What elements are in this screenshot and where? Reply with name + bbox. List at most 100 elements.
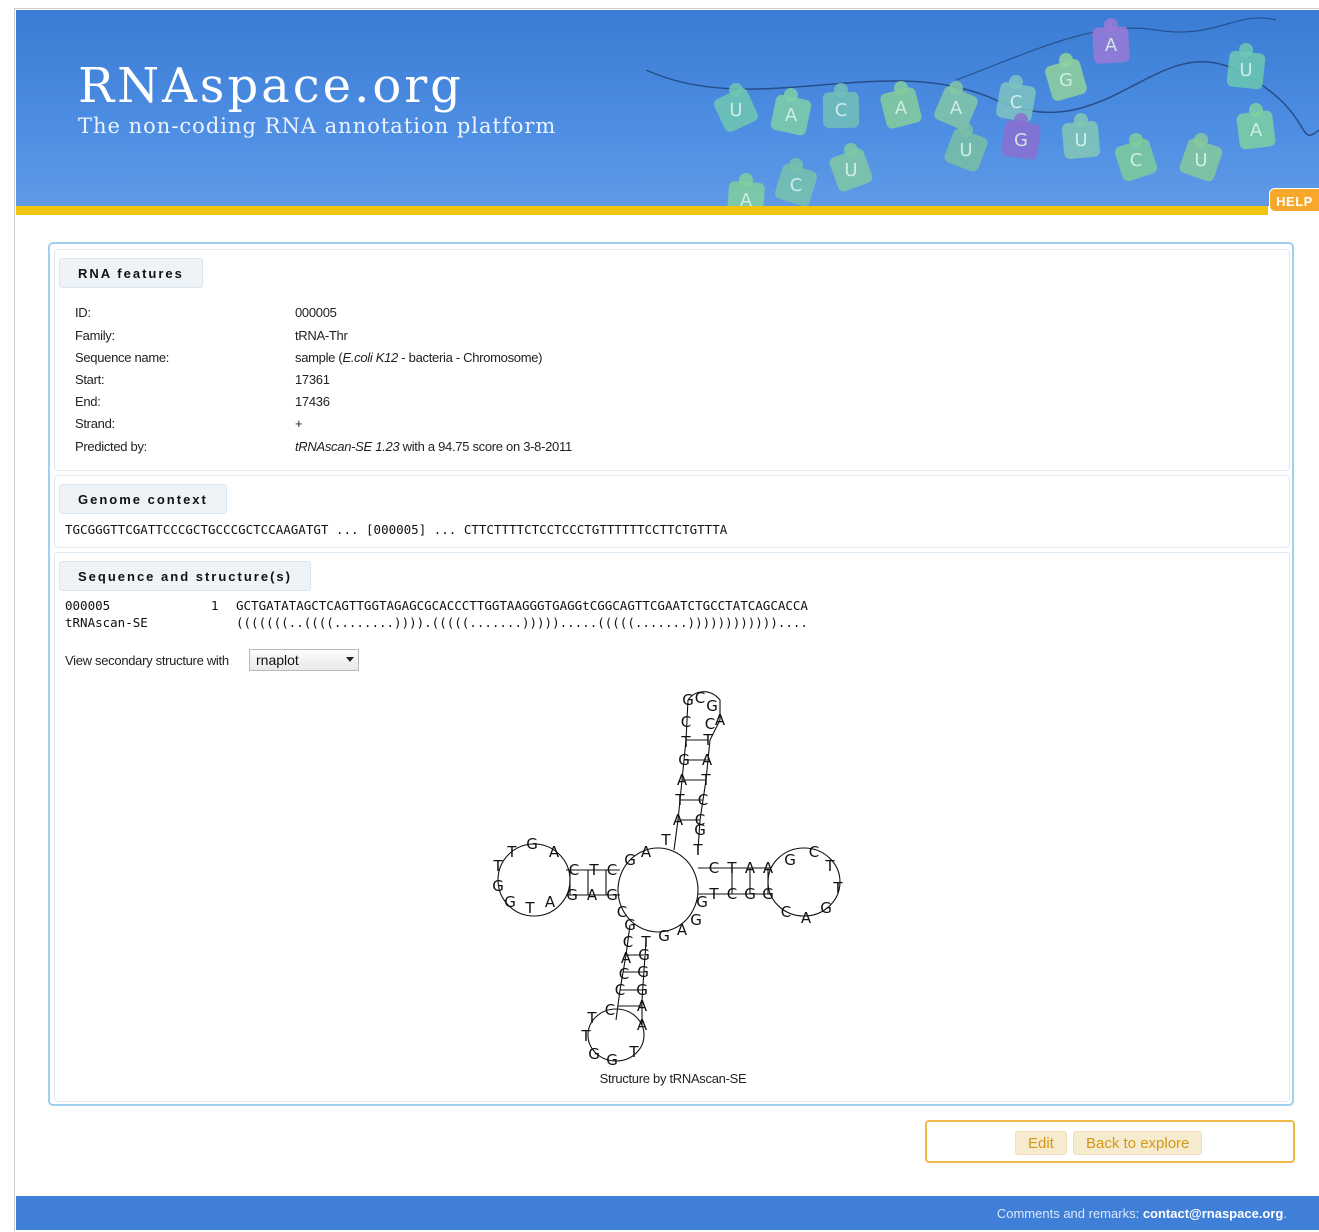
edit-button[interactable]: Edit (1015, 1131, 1067, 1155)
nucleotide-label: A (745, 859, 756, 877)
nucleotide-label: A (549, 843, 560, 861)
back-to-explore-button[interactable]: Back to explore (1073, 1131, 1203, 1155)
nucleotide-label: C (781, 903, 791, 921)
nucleotide-label: T (506, 843, 517, 861)
nucleotide-label: T (628, 1043, 639, 1061)
nucleotide-label: A (637, 1016, 648, 1034)
nucleotide-label: G (744, 885, 756, 903)
site-header: RNAspace.org The non-coding RNA annotati… (16, 10, 1319, 206)
nucleotide-label: C (709, 859, 719, 877)
view-structure-label: View secondary structure with (65, 653, 229, 668)
puzzle-piece-icon: A (1236, 103, 1276, 150)
feature-label: End: (75, 394, 101, 409)
feature-label: Family: (75, 328, 115, 343)
nucleotide-label: C (617, 903, 627, 921)
feature-value: sample (E.coli K12 - bacteria - Chromoso… (295, 350, 543, 365)
nucleotide-label: C (623, 933, 633, 951)
nucleotide-label: G (588, 1045, 600, 1063)
svg-text:A: A (740, 190, 753, 206)
puzzle-piece-icon: G (1045, 53, 1087, 101)
site-footer: Comments and remarks: contact@rnaspace.o… (16, 1196, 1319, 1230)
nucleotide-label: G (658, 927, 670, 945)
nucleotide-label: T (492, 857, 503, 875)
svg-text:U: U (1239, 60, 1252, 81)
nucleotide-label: G (706, 697, 718, 715)
svg-text:A: A (950, 98, 963, 119)
nucleotide-label: T (640, 933, 651, 951)
site-title[interactable]: RNAspace.org (78, 58, 464, 114)
structure-viewer-select[interactable]: rnaplot (249, 649, 359, 671)
feature-value: tRNAscan-SE 1.23 with a 94.75 score on 3… (295, 439, 572, 454)
nucleotide-label: C (615, 981, 625, 999)
nucleotide-label: G (682, 691, 694, 709)
svg-text:G: G (1014, 130, 1028, 151)
nucleotide-label: A (587, 886, 598, 904)
puzzle-piece-icon: A (1092, 18, 1130, 64)
header-stripe (16, 206, 1268, 215)
sequence-id: 000005 (65, 598, 111, 613)
nucleotide-label: C (727, 885, 737, 903)
nucleotide-label: G (637, 963, 649, 981)
nucleotide-label: T (700, 771, 711, 789)
nucleotide-label: T (708, 885, 719, 903)
nucleotide-label: T (832, 879, 843, 897)
chevron-down-icon (346, 657, 354, 662)
nucleotide-label: G (566, 886, 578, 904)
puzzle-piece-icon: G (1001, 113, 1041, 160)
nucleotide-label: A (621, 949, 632, 967)
nucleotide-label: G (606, 1051, 618, 1069)
nucleotide-label: T (702, 731, 713, 749)
feature-label: Sequence name: (75, 350, 170, 365)
feature-value: tRNA-Thr (295, 328, 348, 343)
nucleotide-label: G (606, 886, 618, 904)
nucleotide-label: C (705, 715, 715, 733)
nucleotide-label: G (784, 851, 796, 869)
nucleotide-label: G (820, 899, 832, 917)
nucleotide-label: C (619, 965, 629, 983)
footer-remarks: Comments and remarks: contact@rnaspace.o… (997, 1196, 1287, 1232)
feature-label: Predicted by: (75, 439, 147, 454)
puzzle-piece-icon: C (775, 158, 817, 206)
nucleotide-label: T (674, 791, 685, 809)
genome-context-sequence: TGCGGGTTCGATTCCCGCTGCCCGCTCCAAGATGT ... … (65, 522, 728, 537)
footer-email-link[interactable]: contact@rnaspace.org (1142, 1206, 1284, 1221)
structure-caption: Structure by tRNAscan-SE (599, 1071, 747, 1086)
nucleotide-label: C (698, 791, 708, 809)
svg-text:G: G (1059, 70, 1073, 91)
svg-text:C: C (1130, 150, 1143, 171)
feature-value: + (295, 416, 303, 431)
puzzle-piece-icon: C (1114, 133, 1158, 182)
svg-text:A: A (1250, 120, 1263, 141)
nucleotide-label: T (660, 831, 671, 849)
nucleotide-label: T (524, 899, 535, 917)
nucleotide-label: C (605, 1001, 615, 1019)
feature-value: 17436 (295, 394, 330, 409)
nucleotide-label: C (607, 861, 617, 879)
puzzle-piece-icon: C (822, 83, 860, 129)
svg-text:C: C (835, 100, 848, 121)
puzzle-piece-icon: A (727, 173, 765, 206)
feature-value: 000005 (295, 305, 337, 320)
sequence-start: 1 (211, 598, 219, 613)
nucleotide-label: A (677, 921, 688, 939)
nucleotide-label: G (624, 916, 636, 934)
nucleotide-label: G (678, 751, 690, 769)
nucleotide-label: T (824, 857, 835, 875)
nucleotide-label: C (809, 843, 819, 861)
nucleotide-label: A (673, 811, 684, 829)
svg-text:C: C (790, 175, 803, 196)
help-button[interactable]: HELP (1269, 188, 1319, 212)
value-suffix: - bacteria - Chromosome) (398, 350, 543, 365)
value-organism: E.coli K12 (342, 350, 398, 365)
puzzle-piece-icon: U (1179, 133, 1223, 182)
rna-features-section: RNA features ID: 000005 Family: tRNA-Thr… (54, 249, 1290, 471)
feature-value: 17361 (295, 372, 330, 387)
nucleotide-label: T (726, 859, 737, 877)
svg-text:U: U (729, 100, 742, 121)
genome-context-section: Genome context TGCGGGTTCGATTCCCGCTGCCCGC… (54, 475, 1290, 548)
site-subtitle: The non-coding RNA annotation platform (78, 114, 557, 138)
puzzle-piece-icon: A (934, 81, 978, 130)
puzzle-piece-icon: U (1226, 43, 1266, 90)
